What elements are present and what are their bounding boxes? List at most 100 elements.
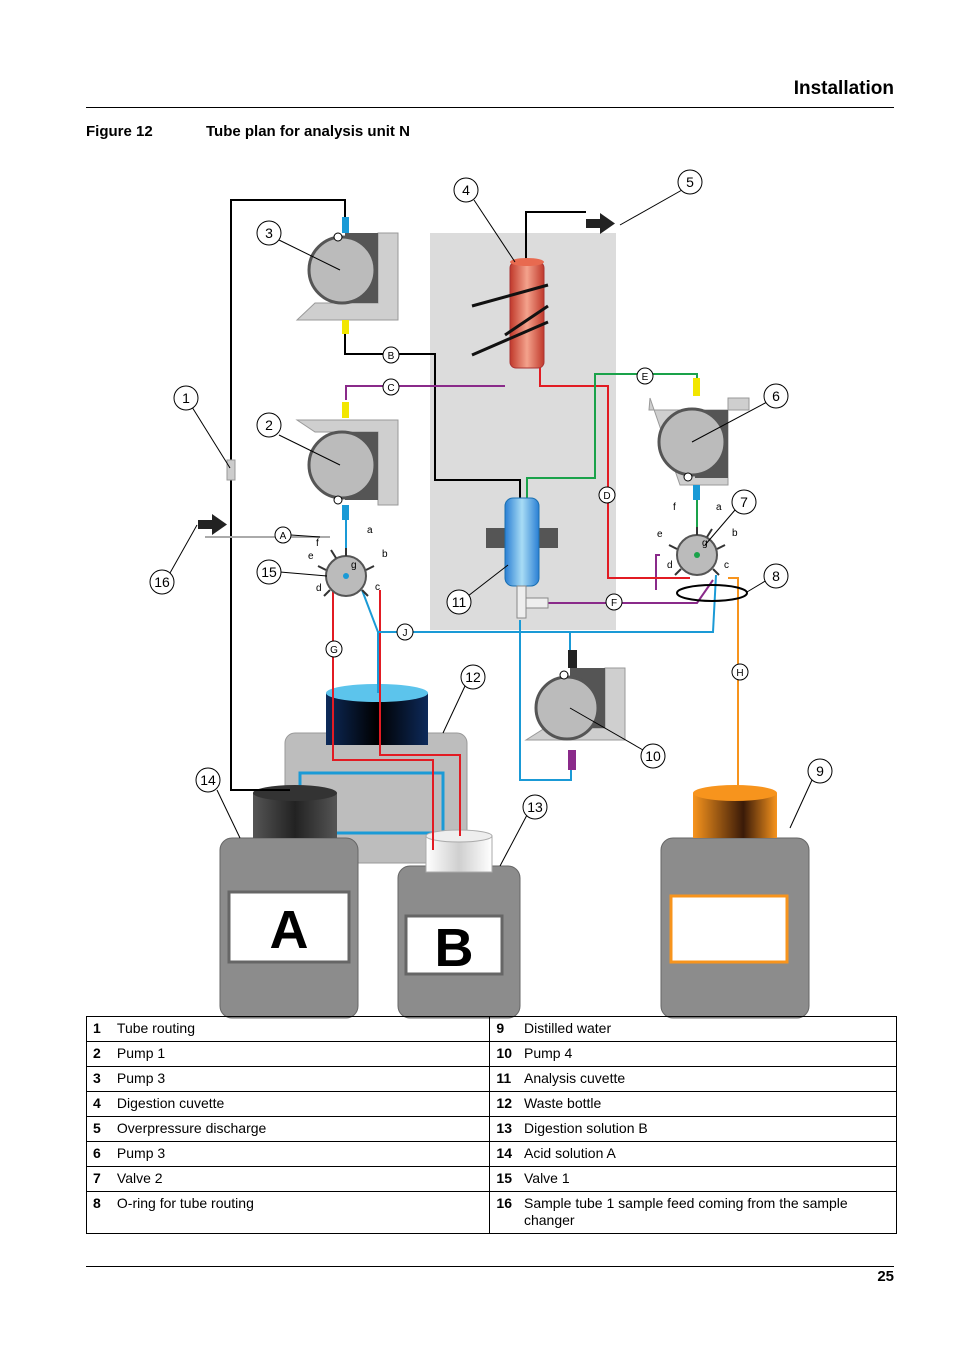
valve-1-port-d: d [316,583,322,594]
callout-3: 3 [256,220,282,246]
legend-right-num: 9 [489,1016,518,1042]
header-divider [86,107,894,108]
tube-label-j: J [396,623,414,641]
legend-left-text: Pump 3 [110,1141,491,1167]
callout-2: 2 [256,412,282,438]
water-bottle [660,785,810,1019]
legend-right-text: Pump 4 [517,1041,897,1067]
valve-2-port-b: b [732,528,738,539]
legend-left-num: 6 [85,1141,111,1167]
callout-4: 4 [453,177,479,203]
tube-label-c: C [382,378,400,396]
svg-text:14: 14 [200,772,216,788]
callout-1: 1 [173,385,199,411]
legend-left-text: Valve 2 [110,1166,491,1192]
legend-left-num: 4 [85,1091,111,1117]
legend-left-text: Tube routing [110,1016,491,1042]
pump-3-top [295,217,399,334]
page-number: 25 [877,1268,894,1285]
legend-right-text: Valve 1 [517,1166,897,1192]
overpressure-arrow-icon [586,213,615,234]
valve-1-port-c: c [375,582,380,593]
svg-text:F: F [611,598,617,609]
legend-right-num: 15 [489,1166,518,1192]
svg-text:6: 6 [772,388,780,404]
svg-text:16: 16 [154,574,170,590]
valve-2-port-d: d [667,560,673,571]
legend-left-num: 2 [85,1041,111,1067]
legend-left-text: Pump 3 [110,1066,491,1092]
svg-text:E: E [642,372,649,383]
svg-text:10: 10 [645,748,661,764]
figure-label: Figure 12 [86,123,153,140]
legend-right-num: 10 [489,1041,518,1067]
svg-text:11: 11 [452,594,467,610]
digestion-cuvette [471,258,549,369]
svg-text:B: B [388,351,395,362]
figure-title: Tube plan for analysis unit N [206,123,410,140]
legend-left-num: 7 [85,1166,111,1192]
legend-left-num: 5 [85,1116,111,1142]
svg-text:C: C [387,383,394,394]
valve-1-port-g: g [351,560,357,571]
legend-left-num: 1 [85,1016,111,1042]
valve-1-port-e: e [308,551,314,562]
callout-5: 5 [677,169,703,195]
legend-left-num: 8 [85,1191,111,1234]
legend-right-text: Analysis cuvette [517,1066,897,1092]
valve-2-port-a: a [716,502,722,513]
analysis-cuvette [486,497,558,619]
svg-text:4: 4 [462,182,470,198]
legend-right-text: Waste bottle [517,1091,897,1117]
callout-9: 9 [807,758,833,784]
tube-label-e: E [636,367,654,385]
valve-1-ports: a b c d e f g [308,525,388,594]
footer-divider [86,1266,894,1267]
tube-label-h: H [731,663,749,681]
svg-text:1: 1 [182,390,190,406]
legend-left-text: O-ring for tube routing [110,1191,491,1234]
valve-1-port-b: b [382,549,388,560]
svg-text:13: 13 [527,799,543,815]
callout-13: 13 [522,794,548,820]
sample-feed-arrow-icon [198,514,227,535]
svg-text:5: 5 [686,174,694,190]
valve-1-port-a: a [367,525,373,536]
tube-label-b: B [382,346,400,364]
legend-left-text: Digestion cuvette [110,1091,491,1117]
valve-2 [668,527,726,576]
callout-16: 16 [149,569,175,595]
callout-8: 8 [763,563,789,589]
pump-3-right [648,378,750,500]
leader-lines [169,189,813,867]
svg-text:9: 9 [816,763,824,779]
legend-right-num: 11 [489,1066,518,1092]
legend-right-text: Sample tube 1 sample feed coming from th… [517,1191,897,1234]
tube-routing-clip [226,459,236,481]
callout-12: 12 [460,664,486,690]
o-ring [676,584,748,602]
legend-left-text: Overpressure discharge [110,1116,491,1142]
tube-label-f: F [605,593,623,611]
pump-4 [524,650,626,770]
tube-label-a: A [274,526,292,544]
section-title: Installation [793,78,894,99]
callouts: 1 2 3 4 5 6 7 8 9 10 11 12 13 14 15 16 [149,169,833,820]
legend-right-num: 14 [489,1141,518,1167]
pump-1 [295,402,399,520]
svg-text:2: 2 [265,417,273,433]
svg-text:H: H [736,668,743,679]
legend-right-num: 16 [489,1191,518,1234]
legend-right-text: Digestion solution B [517,1116,897,1142]
svg-text:3: 3 [265,225,273,241]
digestion-bottle: B [397,829,521,1019]
